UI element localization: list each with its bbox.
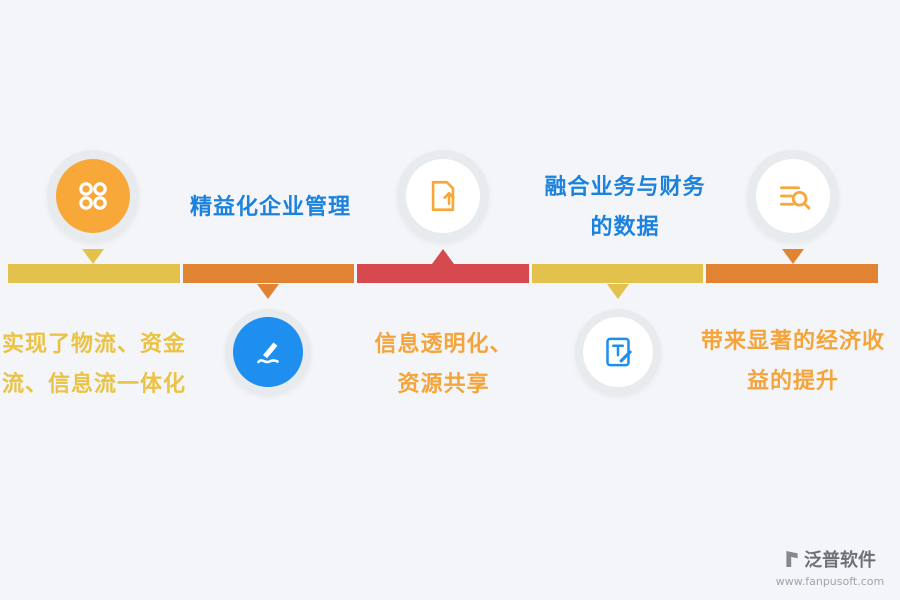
connector-triangle-1 [82, 249, 104, 264]
list-search-icon [780, 186, 811, 210]
step4-label-line1: 融合业务与财务 [544, 175, 706, 200]
step1-label-line2: 流、信息流一体化 [2, 372, 187, 397]
connector-triangle-3 [432, 249, 454, 264]
brand-url: www.fanpusoft.com [775, 575, 885, 588]
brand-name: 泛普软件 [804, 550, 876, 571]
timeline-bar [8, 264, 878, 283]
connector-triangle-5 [782, 249, 804, 264]
step3-label-line1: 信息透明化、 [374, 332, 513, 357]
step2-label: 精益化企业管理 [163, 188, 378, 228]
step1-label-line1: 实现了物流、资金 [2, 332, 187, 357]
step4-circle [575, 309, 661, 395]
timeline-segment-1 [8, 264, 180, 283]
pen-signature-icon [257, 342, 279, 364]
timeline-segment-5 [706, 264, 878, 283]
step1-disc [56, 159, 130, 233]
timeline-segment-3 [357, 264, 529, 283]
step3-circle [397, 150, 489, 242]
step4-disc [583, 317, 653, 387]
step4-label-line2: 的数据 [590, 215, 660, 240]
step3-disc [406, 159, 480, 233]
timeline-segment-2 [182, 264, 355, 283]
step5-label-line2: 益的提升 [746, 369, 839, 394]
document-edit-icon [606, 337, 632, 367]
timeline-segment-4 [531, 264, 704, 283]
step5-circle [747, 150, 839, 242]
step3-label-line2: 资源共享 [397, 372, 490, 397]
step5-label-line1: 带来显著的经济收 [700, 329, 885, 354]
fanpu-logo-icon [786, 551, 798, 567]
connector-triangle-2 [257, 284, 279, 299]
brand-footer: 泛普软件 www.fanpusoft.com [768, 546, 892, 588]
document-upload-icon [431, 180, 455, 212]
dots-grid-icon [79, 182, 107, 210]
step1-circle [47, 150, 139, 242]
step1-label: 实现了物流、资金 流、信息流一体化 [2, 325, 207, 405]
step5-disc [756, 159, 830, 233]
step2-label-line1: 精益化企业管理 [189, 195, 351, 220]
step5-label: 带来显著的经济收 益的提升 [698, 322, 888, 402]
step2-circle [225, 309, 311, 395]
step2-disc [233, 317, 303, 387]
connector-triangle-4 [607, 284, 629, 299]
step3-label: 信息透明化、 资源共享 [356, 325, 531, 405]
step4-label: 融合业务与财务 的数据 [530, 168, 720, 248]
